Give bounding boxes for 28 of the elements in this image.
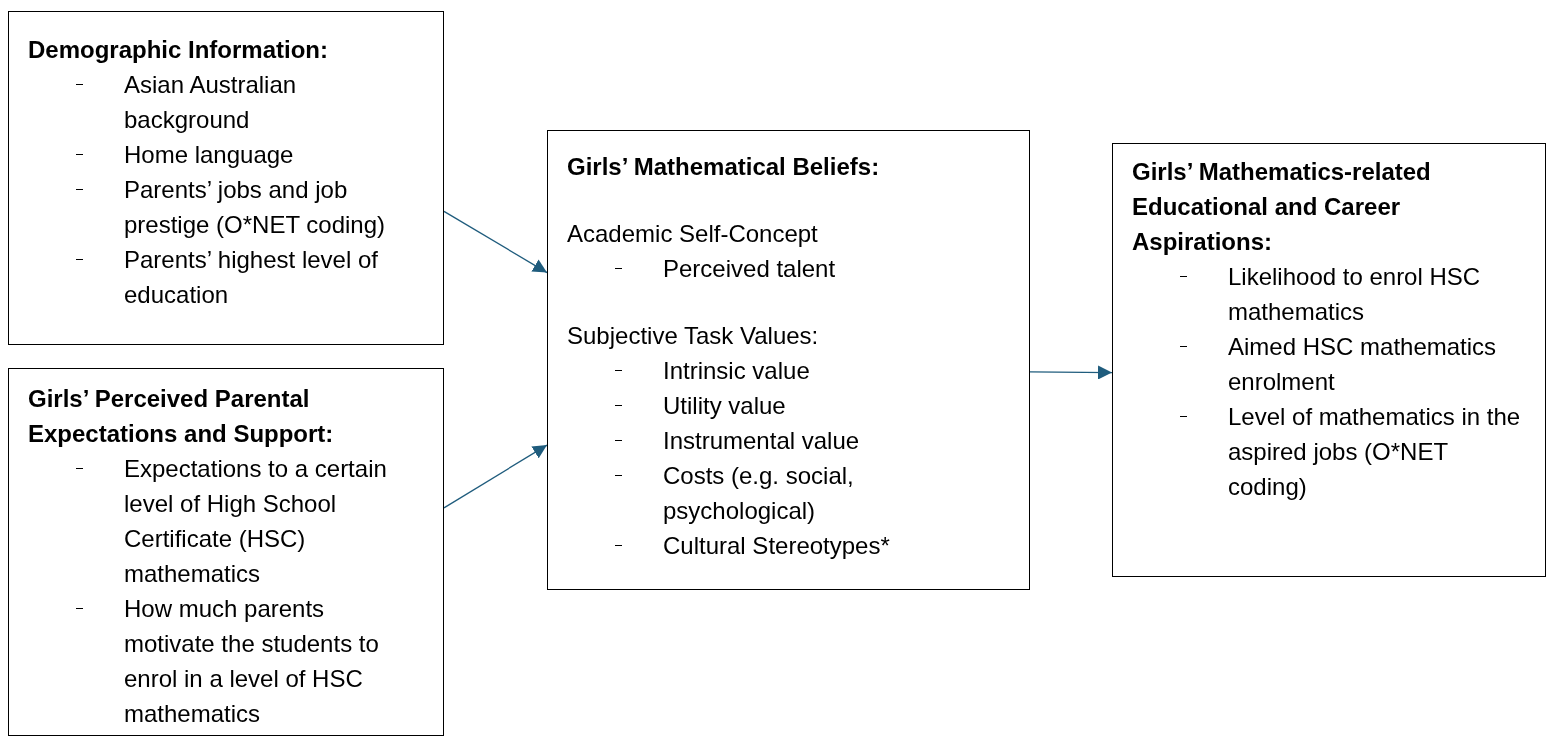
arrow: [443, 210, 548, 274]
text-box: [1112, 143, 1546, 577]
box-heading: Girls’ Perceived Parental Expectations and Support:: [27, 384, 335, 449]
box-heading: Demographic Information:: [27, 35, 329, 65]
box-heading: Girls’ Mathematical Beliefs:: [566, 152, 881, 182]
list-item: Utility value: [548, 388, 1029, 423]
text-box: [8, 11, 444, 345]
list-item: Cultural Stereotypes*: [548, 528, 1029, 563]
list-item: Expectations to a certain level of High School Certificate (HSC) mathematics: [9, 451, 443, 591]
subheading: Subjective Task Values:: [566, 321, 820, 351]
arrow: [443, 444, 548, 509]
list-item: Level of mathematics in the aspired jobs (O*NET coding): [1113, 399, 1545, 504]
list-item: Parents’ jobs and job prestige (O*NET coding): [9, 172, 443, 242]
list-item: Aimed HSC mathematics enrolment: [1113, 329, 1545, 399]
list-item: Parents’ highest level of education: [9, 242, 443, 312]
list-item: How much parents motivate the students to enrol in a level of HSC mathematics: [9, 591, 443, 731]
list-item: Asian Australian background: [9, 67, 443, 137]
arrow: [1029, 365, 1113, 380]
list-item: Costs (e.g. social, psychological): [548, 458, 1029, 528]
subheading: Academic Self-Concept: [566, 219, 819, 249]
text-box: [547, 130, 1030, 590]
list-item: Intrinsic value: [548, 353, 1029, 388]
list-item: Home language: [9, 137, 443, 172]
list-item: Likelihood to enrol HSC mathematics: [1113, 259, 1545, 329]
list-item: Perceived talent: [548, 251, 1029, 286]
text-box: [8, 368, 444, 736]
box-heading: Girls’ Mathematics-related Educational and Career Aspirations:: [1131, 157, 1432, 257]
list-item: Instrumental value: [548, 423, 1029, 458]
